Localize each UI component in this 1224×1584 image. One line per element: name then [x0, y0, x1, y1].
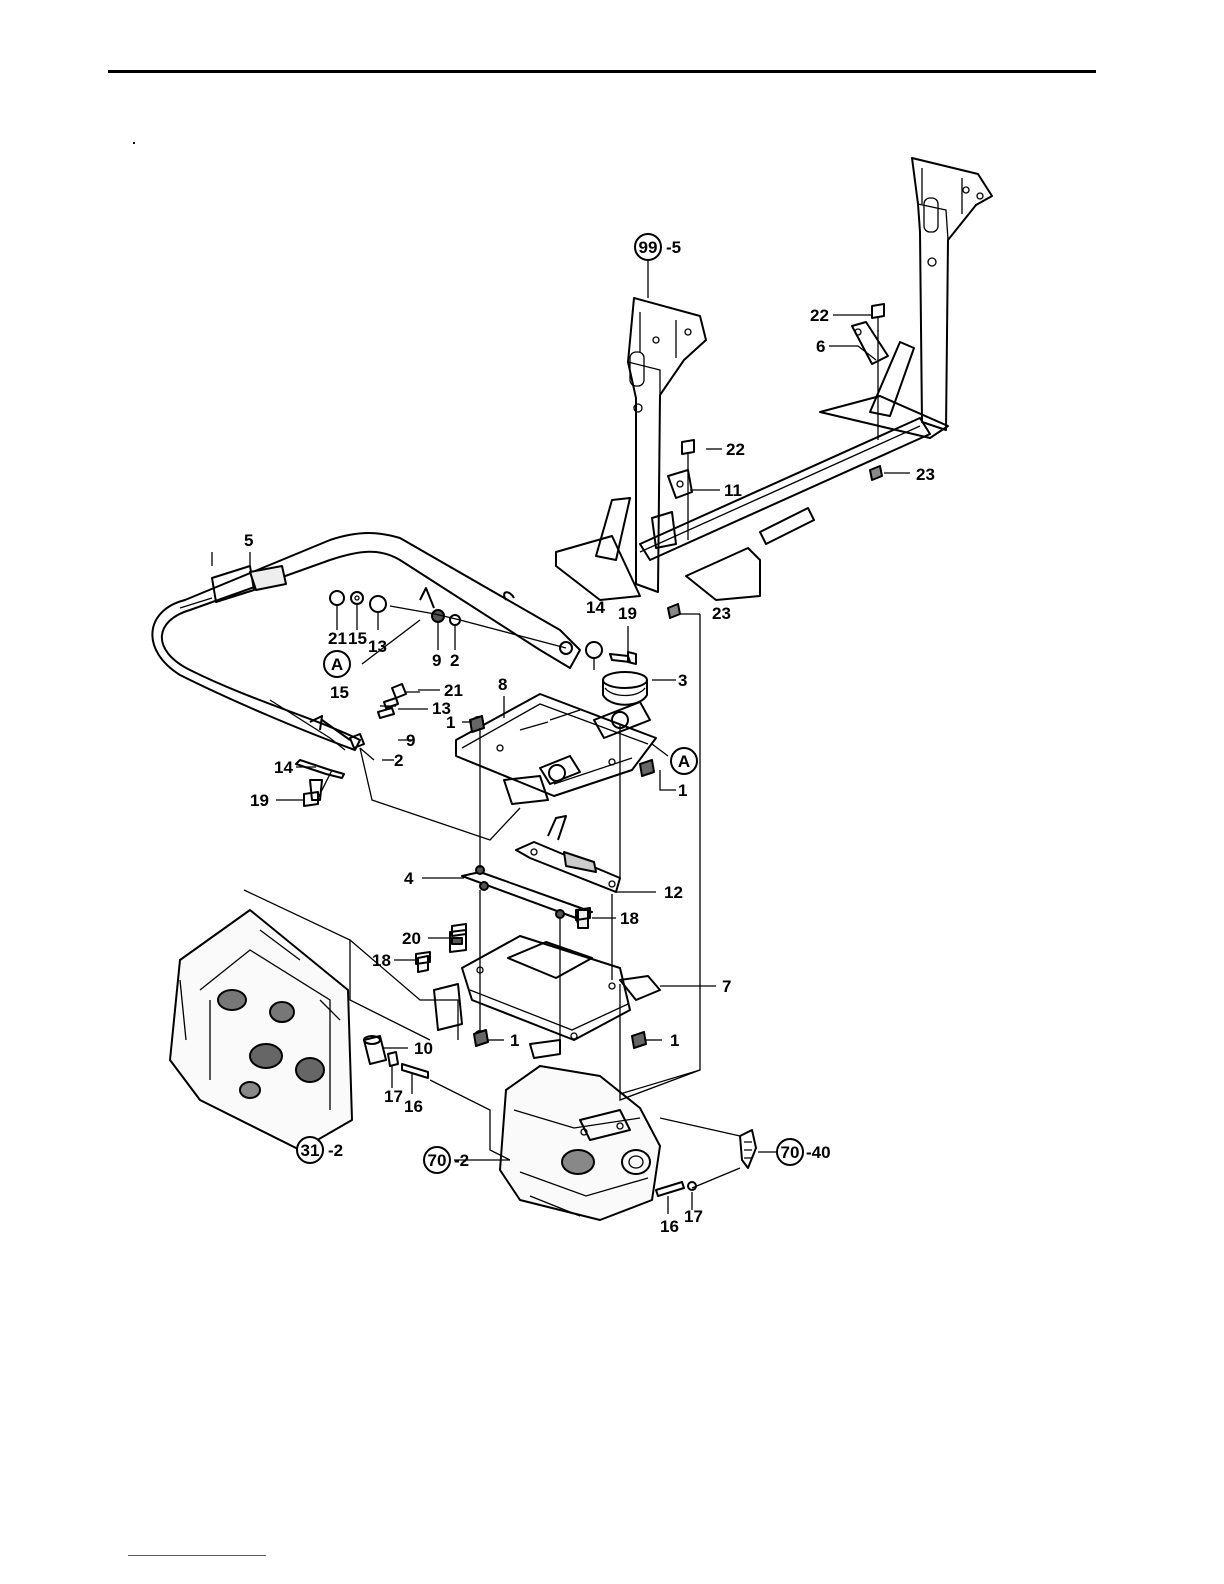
part-label-15: 15: [330, 683, 349, 702]
part-label-13: 13: [368, 637, 387, 656]
callout-70-2: 70 -2: [424, 1147, 469, 1173]
belt-hardware-lower: [296, 684, 520, 840]
part-label-1: 1: [510, 1031, 519, 1050]
part-label-21: 21: [444, 681, 463, 700]
part-label-2: 2: [450, 651, 459, 670]
part-label-14: 14: [586, 598, 605, 617]
part-label-16: 16: [404, 1097, 423, 1116]
part-label-5: 5: [244, 531, 253, 550]
part-label-15: 15: [348, 629, 367, 648]
part-label-1: 1: [446, 713, 455, 732]
part-label-22: 22: [726, 440, 745, 459]
rops-frame: [556, 158, 992, 600]
part-label-3: 3: [678, 671, 687, 690]
part-label-14: 14: [274, 758, 293, 777]
seat-switch-rod: [516, 816, 620, 892]
part-label-9: 9: [406, 731, 415, 750]
seat-mount-cap: [603, 672, 647, 705]
part-label-2: 2: [394, 751, 403, 770]
part-label-9: 9: [432, 651, 441, 670]
callout-suffix-text: -2: [328, 1141, 343, 1160]
part-label-20: 20: [402, 929, 421, 948]
transmission-case: [170, 910, 352, 1150]
housing-stud: [740, 1130, 756, 1168]
callout-suffix-text: -2: [454, 1151, 469, 1170]
part-label-19: 19: [250, 791, 269, 810]
callout-a-upper: A: [324, 651, 350, 677]
part-label-6: 6: [816, 337, 825, 356]
callout-ref-text: 99: [639, 238, 658, 257]
callout-ref-text: A: [678, 752, 690, 771]
part-label-18: 18: [372, 951, 391, 970]
part-label-11: 11: [724, 481, 742, 500]
part-label-17: 17: [384, 1087, 403, 1106]
callout-suffix-text: -5: [666, 238, 681, 257]
part-label-21: 21: [328, 629, 347, 648]
part-label-16: 16: [660, 1217, 679, 1236]
part-label-1: 1: [678, 781, 687, 800]
seat-bracket: [456, 694, 656, 804]
part-label-17: 17: [684, 1207, 703, 1226]
callout-ref-text: 31: [301, 1141, 320, 1160]
part-label-8: 8: [498, 675, 507, 694]
callout-ref-text: 70: [428, 1151, 447, 1170]
part-label-4: 4: [404, 869, 414, 888]
callout-ref-text: 70: [781, 1143, 800, 1162]
part-label-12: 12: [664, 883, 683, 902]
part-label-23: 23: [916, 465, 935, 484]
part-label-10: 10: [414, 1039, 433, 1058]
callout-70-40: 70 -40: [777, 1139, 831, 1165]
part-label-19: 19: [618, 604, 637, 623]
callout-a-right: A: [671, 748, 697, 774]
callout-ref-text: A: [331, 655, 343, 674]
base-frame: [418, 910, 660, 1058]
callout-99-5: 99 -5: [635, 234, 681, 260]
part-label-7: 7: [722, 977, 731, 996]
callout-suffix-text: -40: [806, 1143, 831, 1162]
part-label-18: 18: [620, 909, 639, 928]
fasteners: [304, 304, 888, 1048]
callout-31-2: 31 -2: [297, 1137, 343, 1163]
part-label-1: 1: [670, 1031, 679, 1050]
part-label-22: 22: [810, 306, 829, 325]
part-label-23: 23: [712, 604, 731, 623]
